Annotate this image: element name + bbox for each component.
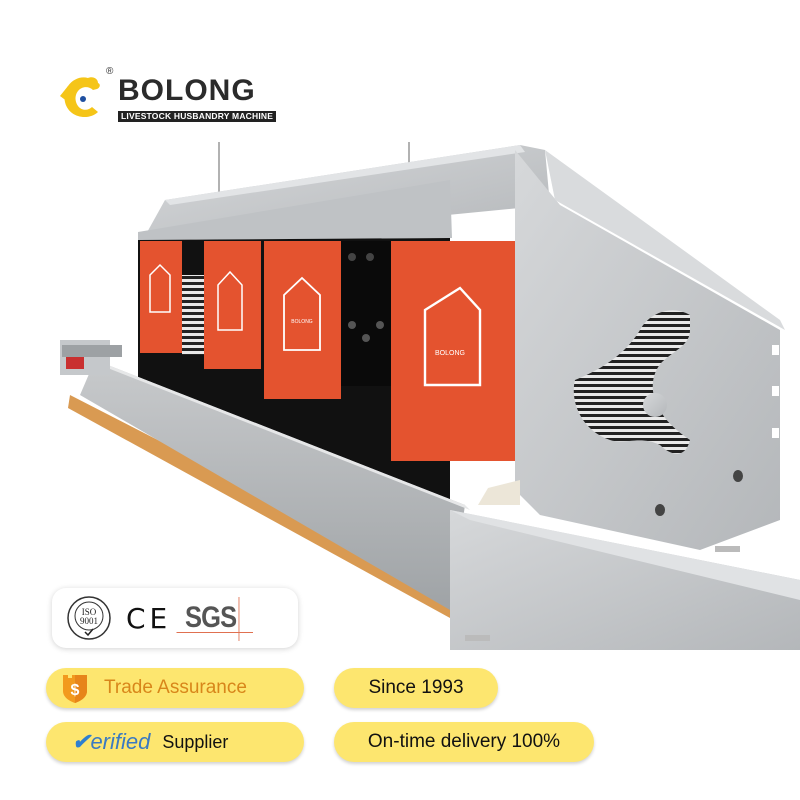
brand-name: BOLONG bbox=[118, 74, 256, 107]
orange-panel-3: BOLONG bbox=[264, 241, 341, 399]
brand-logo: ® BOLONG LIVESTOCK HUSBANDRY MACHINE bbox=[58, 66, 278, 126]
checkmark-icon: ✔ bbox=[72, 729, 91, 754]
iso-9001-seal-icon: ISO 9001 bbox=[67, 596, 111, 640]
since-badge[interactable]: Since 1993 bbox=[334, 668, 498, 708]
supplier-label: Supplier bbox=[162, 731, 229, 752]
certifications-strip: ISO 9001 CE SGS bbox=[52, 588, 298, 648]
trade-assurance-label: Trade Assurance bbox=[104, 677, 247, 698]
orange-panel-2 bbox=[204, 241, 261, 369]
since-label: Since 1993 bbox=[368, 677, 464, 698]
brand-tagline: LIVESTOCK HUSBANDRY MACHINE bbox=[118, 111, 277, 122]
svg-text:BOLONG: BOLONG bbox=[435, 350, 465, 357]
verified-wordmark: ✔erified bbox=[72, 729, 151, 754]
orange-panel-1 bbox=[140, 241, 182, 353]
delivery-badge[interactable]: On-time delivery 100% bbox=[334, 722, 594, 762]
svg-text:BOLONG: BOLONG bbox=[291, 319, 313, 325]
orange-panel-4: BOLONG bbox=[391, 241, 515, 461]
delivery-label: On-time delivery 100% bbox=[367, 731, 561, 752]
nest-box-render: BOLONG BOLONG bbox=[60, 142, 800, 650]
registered-mark: ® bbox=[106, 66, 114, 77]
svg-text:9001: 9001 bbox=[80, 616, 98, 626]
verified-supplier-badge[interactable]: ✔erified Supplier bbox=[46, 722, 304, 762]
chick-logo-icon bbox=[60, 77, 100, 118]
nesting-box-illustration: BOLONG BOLONG bbox=[0, 130, 800, 650]
ce-mark: CE bbox=[126, 601, 172, 635]
sgs-mark: SGS bbox=[176, 597, 254, 641]
svg-text:$: $ bbox=[71, 682, 80, 699]
svg-text:ISO: ISO bbox=[82, 607, 97, 617]
trade-assurance-badge[interactable]: $ Trade Assurance bbox=[46, 668, 304, 708]
shield-dollar-icon: $ bbox=[63, 675, 87, 703]
